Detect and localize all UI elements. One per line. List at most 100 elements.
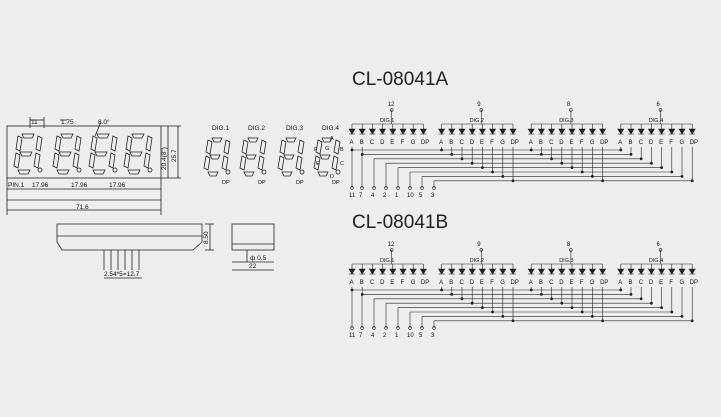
diode-4 [389, 268, 397, 275]
diode-22 [588, 128, 596, 135]
segment-label-5: F [401, 280, 405, 286]
front-digit-3 [277, 137, 305, 177]
diode-0 [348, 268, 356, 275]
segment-label-6: G [411, 140, 416, 146]
segment-label-18: C [549, 280, 554, 286]
front-dp-label-3: DP [296, 180, 304, 186]
diode-19 [558, 128, 566, 135]
segment-label-30: G [680, 280, 685, 286]
junction-1-6 [501, 314, 505, 318]
diode-14 [499, 268, 507, 275]
title-cl-08041a: CL-08041A [352, 69, 448, 90]
junction-3-1 [629, 152, 633, 156]
segment-label-26: C [639, 280, 644, 286]
diode-3 [379, 128, 387, 135]
diode-20 [568, 268, 576, 275]
dim-angle: 8.0° [98, 118, 110, 126]
segment-pin-label-6: 5 [419, 333, 423, 339]
diode-9 [448, 128, 456, 135]
dim-pin-diameter: ф 0.5 [250, 255, 267, 262]
segment-label-7: DP [421, 280, 429, 286]
diode-7 [419, 268, 427, 275]
common-pin-2 [479, 108, 483, 112]
junction-3-7 [690, 319, 694, 323]
junction-1-5 [491, 170, 495, 174]
segment-pin-7 [432, 186, 436, 190]
diode-0 [348, 128, 356, 135]
segment-pin-2 [372, 326, 376, 330]
segment-label-0: A [350, 280, 354, 286]
mech-digit-1 [13, 133, 43, 175]
segment-pin-3 [384, 186, 388, 190]
diode-16 [527, 128, 535, 135]
junction-2-0 [529, 288, 533, 292]
segment-label-4: E [390, 280, 394, 286]
diode-13 [489, 268, 497, 275]
diode-17 [537, 268, 545, 275]
diode-21 [578, 128, 586, 135]
diode-24 [617, 128, 625, 135]
junction-3-4 [660, 166, 664, 170]
segment-pin-6 [420, 186, 424, 190]
segment-label-23: DP [600, 140, 608, 146]
diode-5 [399, 128, 407, 135]
junction-2-4 [570, 166, 574, 170]
common-pin-3 [569, 248, 573, 252]
digit-label-4: DIG.4 [649, 258, 663, 264]
segment-label-27: D [649, 140, 654, 146]
junction-3-1 [629, 292, 633, 296]
common-pin-1 [390, 108, 394, 112]
diode-21 [578, 268, 586, 275]
junction-3-2 [639, 157, 643, 161]
junction-2-0 [529, 148, 533, 152]
diode-11 [468, 268, 476, 275]
segment-label-24: A [618, 280, 622, 286]
diode-10 [458, 128, 466, 135]
segment-label-5: F [401, 140, 405, 146]
junction-2-6 [591, 174, 594, 178]
segment-pin-7 [432, 326, 436, 330]
segment-label-14: G [500, 280, 505, 286]
junction-1-0 [440, 148, 444, 152]
segment-label-21: F [580, 280, 584, 286]
junction-2-2 [550, 157, 554, 161]
segment-letter-e: E [316, 161, 320, 167]
digit-label-2: DIG.2 [470, 258, 484, 264]
dim-11: 11 [31, 119, 38, 126]
diode-8 [438, 268, 446, 275]
junction-3-3 [650, 161, 653, 165]
diode-26 [637, 128, 645, 135]
segment-letter-d: D [330, 174, 334, 180]
segment-label-22: G [590, 140, 595, 146]
common-pin-label-1: 12 [388, 102, 395, 108]
diode-15 [509, 268, 517, 275]
digit-label-4: DIG.4 [649, 118, 663, 124]
junction-2-2 [550, 297, 554, 301]
segment-label-16: A [529, 140, 533, 146]
diode-6 [409, 128, 417, 135]
mechanical-front-view [6, 117, 181, 215]
segment-label-18: C [549, 140, 554, 146]
segment-pin-label-3: 2 [383, 333, 387, 339]
front-digit-2 [239, 137, 267, 177]
segment-label-2: C [370, 140, 375, 146]
segment-letter-b: B [340, 147, 344, 153]
segment-label-7: DP [421, 140, 429, 146]
segment-label-17: B [539, 280, 543, 286]
diode-7 [419, 128, 427, 135]
segment-pin-label-3: 2 [383, 193, 387, 199]
mech-digit-4 [123, 133, 153, 175]
segment-label-8: A [439, 140, 443, 146]
junction-1-0 [440, 288, 444, 292]
segment-pin-1 [360, 186, 364, 190]
junction-1-3 [470, 161, 474, 165]
junction-2-7 [601, 319, 605, 323]
diode-29 [668, 128, 676, 135]
junction-3-3 [650, 301, 653, 305]
diode-22 [588, 268, 596, 275]
diode-31 [688, 268, 696, 275]
junction-2-6 [591, 314, 594, 318]
segment-label-6: G [411, 280, 416, 286]
dim-20-4: 20.4(8") [161, 147, 168, 170]
